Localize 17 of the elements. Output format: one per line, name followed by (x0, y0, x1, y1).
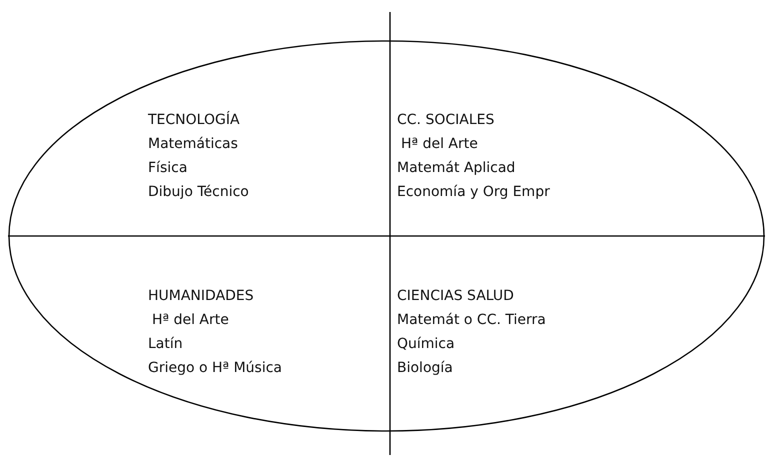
subject-name: Química (397, 335, 455, 354)
category-heading: CC. SOCIALES (397, 111, 494, 130)
category-heading: CIENCIAS SALUD (397, 287, 514, 306)
subject-name: Matemát o CC. Tierra (397, 311, 546, 330)
subject-name: Hª del Arte (400, 135, 478, 154)
subject-name: Matemáticas (148, 135, 238, 154)
subject-name: Dibujo Técnico (148, 183, 249, 202)
subject-name: Hª del Arte (151, 311, 229, 330)
category-heading: HUMANIDADES (148, 287, 254, 306)
subject-name: Griego o Hª Música (148, 359, 282, 378)
subject-name: Economía y Org Empr (397, 183, 550, 202)
subject-name: Latín (148, 335, 183, 354)
subject-name: Biología (397, 359, 453, 378)
subject-name: Matemát Aplicad (397, 159, 516, 178)
subject-name: Física (148, 159, 188, 178)
category-heading: TECNOLOGÍA (148, 110, 240, 130)
ellipse-outline (8, 40, 765, 432)
